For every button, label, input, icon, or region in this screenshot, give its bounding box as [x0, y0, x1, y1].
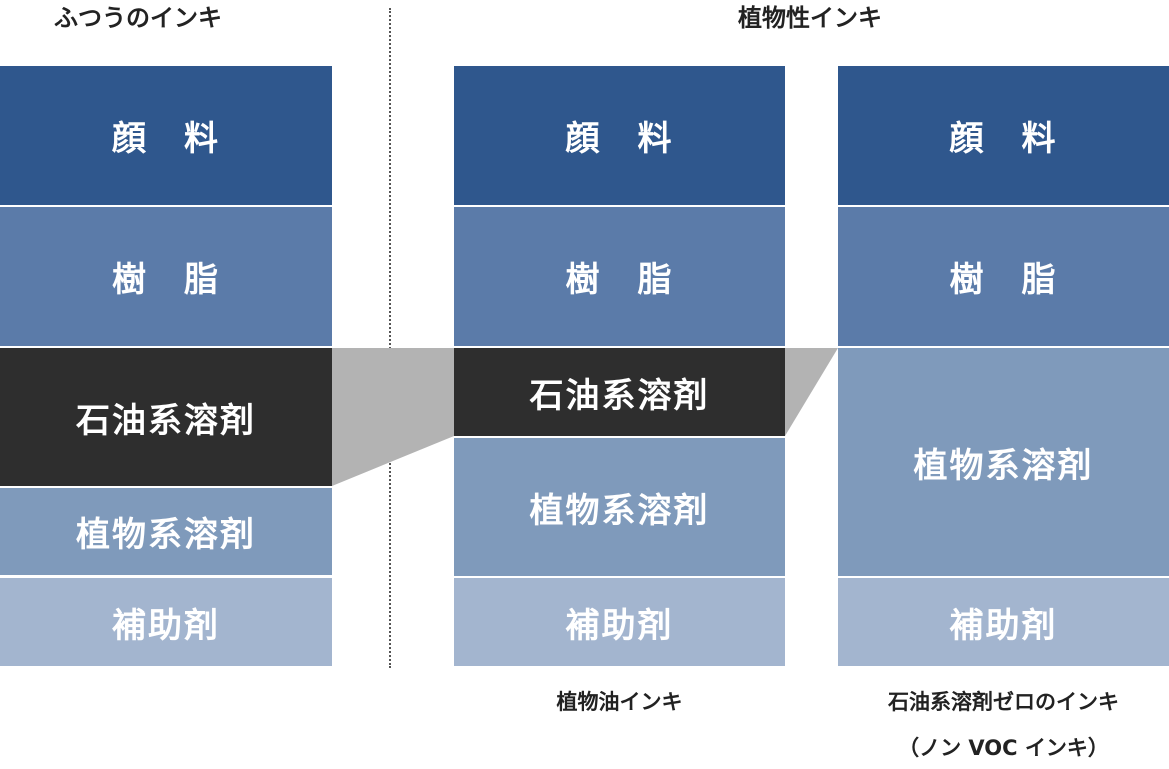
caption-non-voc-ink: 石油系溶剤ゼロのインキ	[888, 690, 1119, 714]
non-voc-pigment-block: 顔 料	[838, 66, 1169, 205]
vegetable-oil-pigment-block: 顔 料	[454, 66, 785, 205]
non-voc-vegetable-solvent-block: 植物系溶剤	[838, 348, 1169, 576]
heading-normal-ink: ふつうのインキ	[54, 4, 222, 32]
normal-pigment-block: 顔 料	[0, 66, 332, 205]
connector-petroleum-vegetable-to-nonvoc	[785, 348, 838, 436]
heading-vegetable-ink: 植物性インキ	[738, 4, 882, 32]
connector-petroleum-normal-to-vegetable	[332, 348, 454, 486]
caption-vegetable-oil-ink: 植物油インキ	[556, 690, 683, 714]
normal-petroleum-solvent-block: 石油系溶剤	[0, 348, 332, 486]
non-voc-auxiliary-block: 補助剤	[838, 578, 1169, 666]
normal-vegetable-solvent-block: 植物系溶剤	[0, 488, 332, 575]
caption-non-voc-ink-sub: （ノン VOC インキ）	[898, 736, 1109, 760]
normal-auxiliary-block: 補助剤	[0, 578, 332, 666]
vegetable-oil-auxiliary-block: 補助剤	[454, 578, 785, 666]
vegetable-oil-vegetable-solvent-block: 植物系溶剤	[454, 438, 785, 576]
normal-resin-block: 樹 脂	[0, 207, 332, 346]
non-voc-resin-block: 樹 脂	[838, 207, 1169, 346]
vegetable-oil-petroleum-solvent-block: 石油系溶剤	[454, 348, 785, 436]
vegetable-oil-resin-block: 樹 脂	[454, 207, 785, 346]
dotted-divider	[389, 8, 391, 668]
